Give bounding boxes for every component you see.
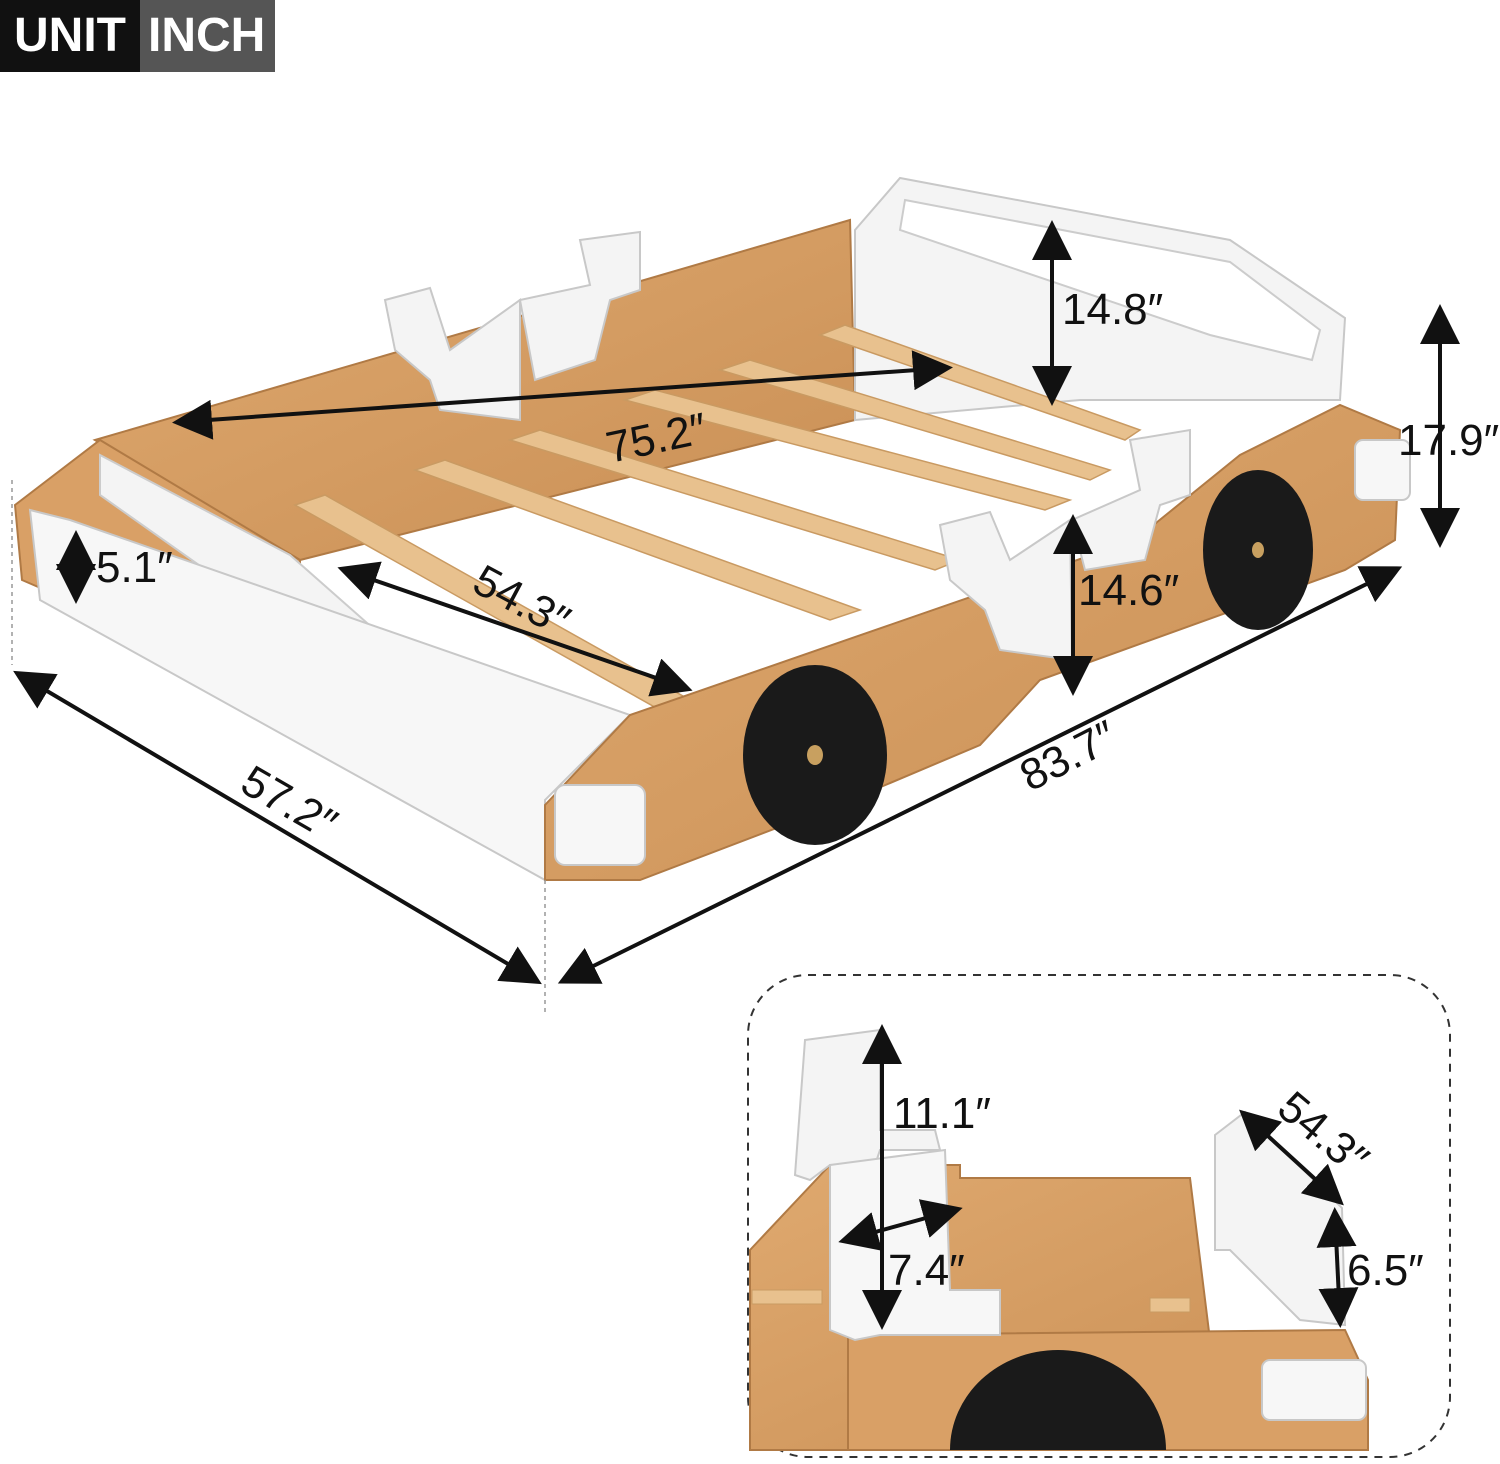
label-overall-length: 83.7″	[1012, 711, 1124, 801]
headboard-window	[898, 198, 1322, 362]
wheel-back	[1203, 470, 1313, 630]
label-side-height: 14.6″	[1078, 566, 1179, 615]
inset-detail	[747, 974, 1451, 1458]
inset-wheel	[950, 1350, 1166, 1450]
label-footboard-height: 5.1″	[96, 543, 173, 592]
bed-main	[13, 176, 1411, 882]
inset-label-mirror-height: 11.1″	[893, 1089, 991, 1138]
unit-badge: UNIT INCH	[0, 0, 276, 72]
guide-lines	[11, 480, 546, 1015]
inset-frame	[747, 974, 1451, 1458]
unit-value: INCH	[139, 0, 276, 72]
dimension-arrows	[13, 220, 1460, 985]
label-headboard-height: 14.8″	[1062, 285, 1163, 334]
unit-label: UNIT	[0, 0, 140, 72]
inset-label-panel-height: 6.5″	[1347, 1246, 1424, 1295]
inset-arrows	[838, 1024, 1359, 1330]
inset-light	[1261, 1359, 1367, 1421]
inset-label-mirror-width: 7.4″	[888, 1246, 965, 1295]
label-overall-height: 17.9″	[1398, 416, 1499, 465]
wheel-front	[743, 665, 887, 845]
